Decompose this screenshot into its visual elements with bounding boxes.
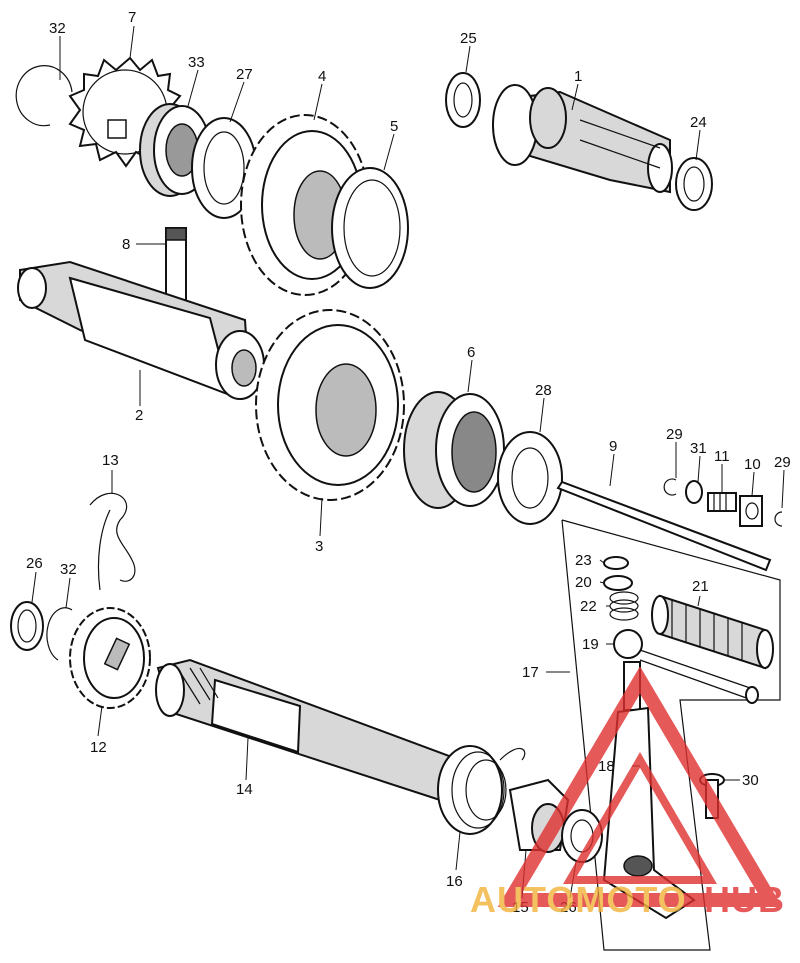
label-29-left: 29: [666, 426, 683, 443]
label-16: 16: [446, 873, 463, 890]
label-4: 4: [318, 68, 326, 85]
label-19: 19: [582, 636, 599, 653]
label-23: 23: [575, 552, 592, 569]
label-30: 30: [742, 772, 759, 789]
label-29-right: 29: [774, 454, 791, 471]
spring-16: [437, 745, 526, 835]
label-6: 6: [467, 344, 475, 361]
label-32-lower: 32: [60, 561, 77, 578]
shaft-1: [492, 84, 673, 194]
label-3: 3: [315, 538, 323, 555]
bracket-17-outline: [561, 519, 781, 951]
label-17: 17: [522, 664, 539, 681]
shaft-2: [17, 260, 265, 400]
label-14: 14: [236, 781, 253, 798]
spring-13: [89, 492, 136, 591]
label-13: 13: [102, 452, 119, 469]
ball-19: [613, 629, 759, 704]
watermark-text-automoto: AUTOMOTO: [470, 879, 687, 920]
label-33: 33: [188, 54, 205, 71]
shaft-14: [155, 658, 462, 802]
gear-12: [69, 607, 151, 709]
gear-3: [255, 309, 405, 501]
label-20: 20: [575, 574, 592, 591]
washer-24: [675, 157, 713, 211]
washer-26-left: [10, 601, 44, 651]
label-7: 7: [128, 9, 136, 26]
washer-25: [445, 72, 481, 128]
bolt-11: [707, 492, 737, 512]
washer-20: [603, 575, 633, 591]
label-25: 25: [460, 30, 477, 47]
washer-28: [497, 431, 563, 525]
label-21: 21: [692, 578, 709, 595]
drum-6: [403, 391, 505, 509]
nut-10: [739, 495, 763, 527]
ring-5: [331, 167, 409, 289]
label-1: 1: [574, 68, 582, 85]
drum-21: [651, 594, 774, 670]
label-28: 28: [535, 382, 552, 399]
label-31: 31: [690, 440, 707, 457]
circlip-32-upper: [15, 65, 73, 127]
label-24: 24: [690, 114, 707, 131]
spring-22: [609, 591, 639, 621]
label-26-left: 26: [26, 555, 43, 572]
label-11: 11: [714, 448, 730, 465]
watermark-text-hub: HUB: [704, 879, 785, 920]
watermark-triangle-logo: [497, 666, 783, 907]
label-9: 9: [609, 438, 617, 455]
label-2: 2: [135, 407, 143, 424]
label-27: 27: [236, 66, 253, 83]
label-22: 22: [580, 598, 597, 615]
label-32-upper: 32: [49, 20, 66, 37]
clip-29-right: [774, 511, 783, 527]
label-12: 12: [90, 739, 107, 756]
label-8: 8: [122, 236, 130, 253]
washer-31: [685, 480, 703, 504]
label-10: 10: [744, 456, 761, 473]
watermark: AUTOMOTO HUB: [470, 666, 785, 920]
label-18: 18: [598, 758, 615, 775]
clip-23: [603, 556, 629, 570]
circlip-32-lower: [46, 607, 73, 661]
rod-9: [556, 480, 772, 572]
clip-29-left: [663, 478, 677, 496]
label-5: 5: [390, 118, 398, 135]
